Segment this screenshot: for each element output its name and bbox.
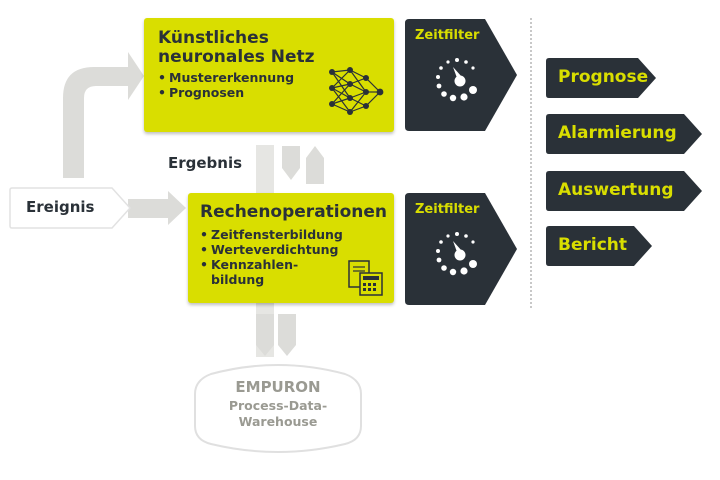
zeitfilter-bottom-label: Zeitfilter <box>415 202 480 217</box>
divider-line <box>530 18 532 308</box>
nn-title-line1: Künstliches <box>158 28 269 48</box>
ops-item-zeitfenster: Zeitfensterbildung <box>200 227 343 242</box>
output-prognose: Prognose <box>546 58 656 98</box>
database-name: EMPURON <box>235 378 321 396</box>
arrow-ops-to-db <box>278 314 296 356</box>
event-tag: Ereignis <box>8 186 132 230</box>
database-line1: Process-Data- <box>228 398 328 413</box>
nn-item-mustererkennung: Mustererkennung <box>158 70 294 85</box>
ops-item-kennzahlen: Kennzahlen-bildung <box>200 257 330 287</box>
ops-item-werteverdichtung: Werteverdichtung <box>200 242 339 257</box>
arrow-ops-up <box>306 146 324 184</box>
arrow-event-to-ops <box>128 191 186 225</box>
stopwatch-icon <box>436 232 477 276</box>
ops-list: Zeitfensterbildung Werteverdichtung Kenn… <box>200 227 343 287</box>
stopwatch-icon <box>436 58 477 102</box>
neural-network-box: Künstliches neuronales Netz Mustererkenn… <box>144 18 394 132</box>
event-label: Ereignis <box>26 198 95 216</box>
database: EMPURON Process-Data- Warehouse <box>193 360 363 456</box>
nn-item-prognosen: Prognosen <box>158 85 294 100</box>
neural-network-icon <box>329 67 384 115</box>
nn-list: Mustererkennung Prognosen <box>158 70 294 100</box>
zeitfilter-bottom: Zeitfilter <box>405 193 517 305</box>
zeitfilter-bottom-shape <box>405 193 517 305</box>
zeitfilter-top-label: Zeitfilter <box>415 28 480 43</box>
output-label: Prognose <box>558 67 649 87</box>
output-alarmierung: Alarmierung <box>546 114 702 154</box>
result-label: Ergebnis <box>168 154 243 172</box>
event-shape <box>9 187 132 229</box>
tag-shape <box>546 226 652 266</box>
tag-shape <box>546 171 702 211</box>
output-label: Alarmierung <box>558 123 677 143</box>
zeitfilter-top-shape <box>405 19 517 131</box>
output-bericht: Bericht <box>546 226 652 266</box>
calculator-icon <box>348 260 383 296</box>
output-auswertung: Auswertung <box>546 171 702 211</box>
tag-shape <box>546 58 656 98</box>
zeitfilter-top: Zeitfilter <box>405 19 517 131</box>
arrow-nn-down <box>282 146 300 180</box>
arrow-event-to-nn <box>63 52 144 178</box>
arrow-db-feed <box>256 314 274 356</box>
database-line2: Warehouse <box>238 414 318 429</box>
tag-shape <box>546 114 702 154</box>
output-label: Bericht <box>558 235 628 255</box>
database-desc: Process-Data- Warehouse <box>193 398 363 430</box>
nn-title-line2: neuronales Netz <box>158 47 315 67</box>
operations-box: Rechenoperationen Zeitfensterbildung Wer… <box>188 193 394 303</box>
database-shape <box>194 364 362 453</box>
output-label: Auswertung <box>558 180 674 200</box>
ops-title: Rechenoperationen <box>200 202 388 222</box>
